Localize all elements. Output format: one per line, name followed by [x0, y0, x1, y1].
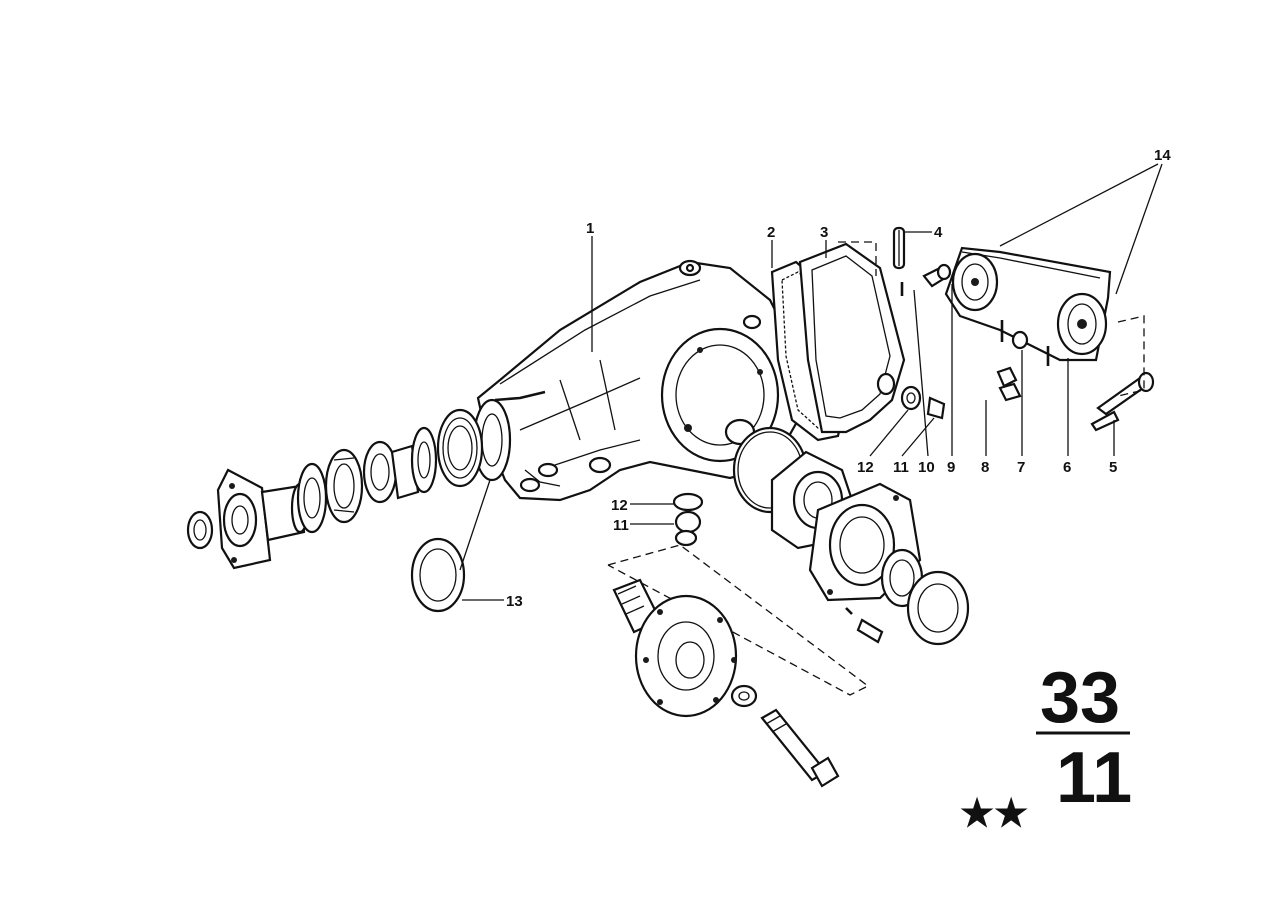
callout-13: 13	[506, 593, 523, 610]
callout-11a: 11	[893, 459, 909, 476]
callout-9: 9	[947, 459, 955, 476]
group-code-main: 33	[1040, 658, 1120, 738]
callout-12a: 12	[857, 459, 874, 476]
group-code: 33 11 ★★	[960, 658, 1132, 835]
callout-11b: 11	[613, 517, 629, 534]
callout-12b: 12	[611, 497, 628, 514]
callout-labels: 1 2 3 4 5 6 7 8 9 10 11 12 12 11 13 14	[506, 147, 1171, 610]
callout-2: 2	[767, 224, 775, 241]
mounting-bracket-14	[838, 241, 1155, 432]
pinion-assembly	[186, 408, 484, 570]
differential-housing	[472, 259, 802, 502]
callout-3: 3	[820, 224, 828, 241]
callout-14: 14	[1154, 147, 1171, 164]
shim-13	[410, 479, 491, 613]
output-bearing-group	[732, 426, 970, 646]
output-flange-group	[607, 492, 870, 788]
callout-10: 10	[918, 459, 935, 476]
callout-1: 1	[586, 220, 594, 237]
callout-4: 4	[934, 224, 943, 241]
star-rating: ★★	[960, 793, 1028, 835]
callout-6: 6	[1063, 459, 1071, 476]
callout-7: 7	[1017, 459, 1025, 476]
group-code-sub: 11	[1056, 738, 1132, 818]
callout-5: 5	[1109, 459, 1117, 476]
leader-lines	[462, 163, 1163, 601]
side-cover-group	[770, 226, 952, 442]
callout-8: 8	[981, 459, 989, 476]
